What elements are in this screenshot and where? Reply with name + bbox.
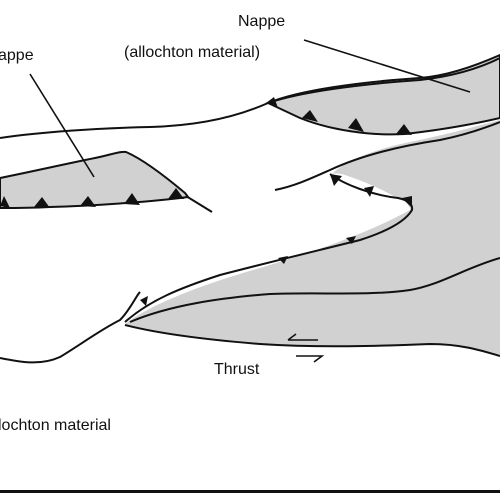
nappe-label-left: appe: [0, 47, 34, 64]
fold-inner-thrust: [124, 173, 414, 323]
allochton-label-right: (allochton material): [124, 44, 261, 61]
thrust-teeth-fold: [140, 174, 412, 306]
nappe-right-body: [265, 53, 500, 136]
thrust-teeth-right: [266, 97, 412, 135]
thrust-teeth-left: [0, 188, 184, 208]
nappe-label-right: Nappe: [238, 13, 286, 30]
fold-middle-line: [129, 257, 500, 323]
leader-nappe-left: [29, 73, 95, 178]
fold-upper-outline: [274, 121, 500, 191]
klippe-tail: [185, 195, 213, 213]
basal-surface: [0, 291, 141, 364]
nappe-left-body: [0, 150, 190, 209]
leader-nappe-right: [303, 39, 471, 93]
fold-base-thrust: [124, 324, 500, 357]
thrust-label: Thrust: [214, 361, 260, 378]
nappe-fold-body: [125, 120, 500, 355]
bottom-divider: [0, 490, 500, 493]
autochthon-label: lochton material: [0, 417, 111, 434]
thrust-arrows: [287, 333, 325, 363]
